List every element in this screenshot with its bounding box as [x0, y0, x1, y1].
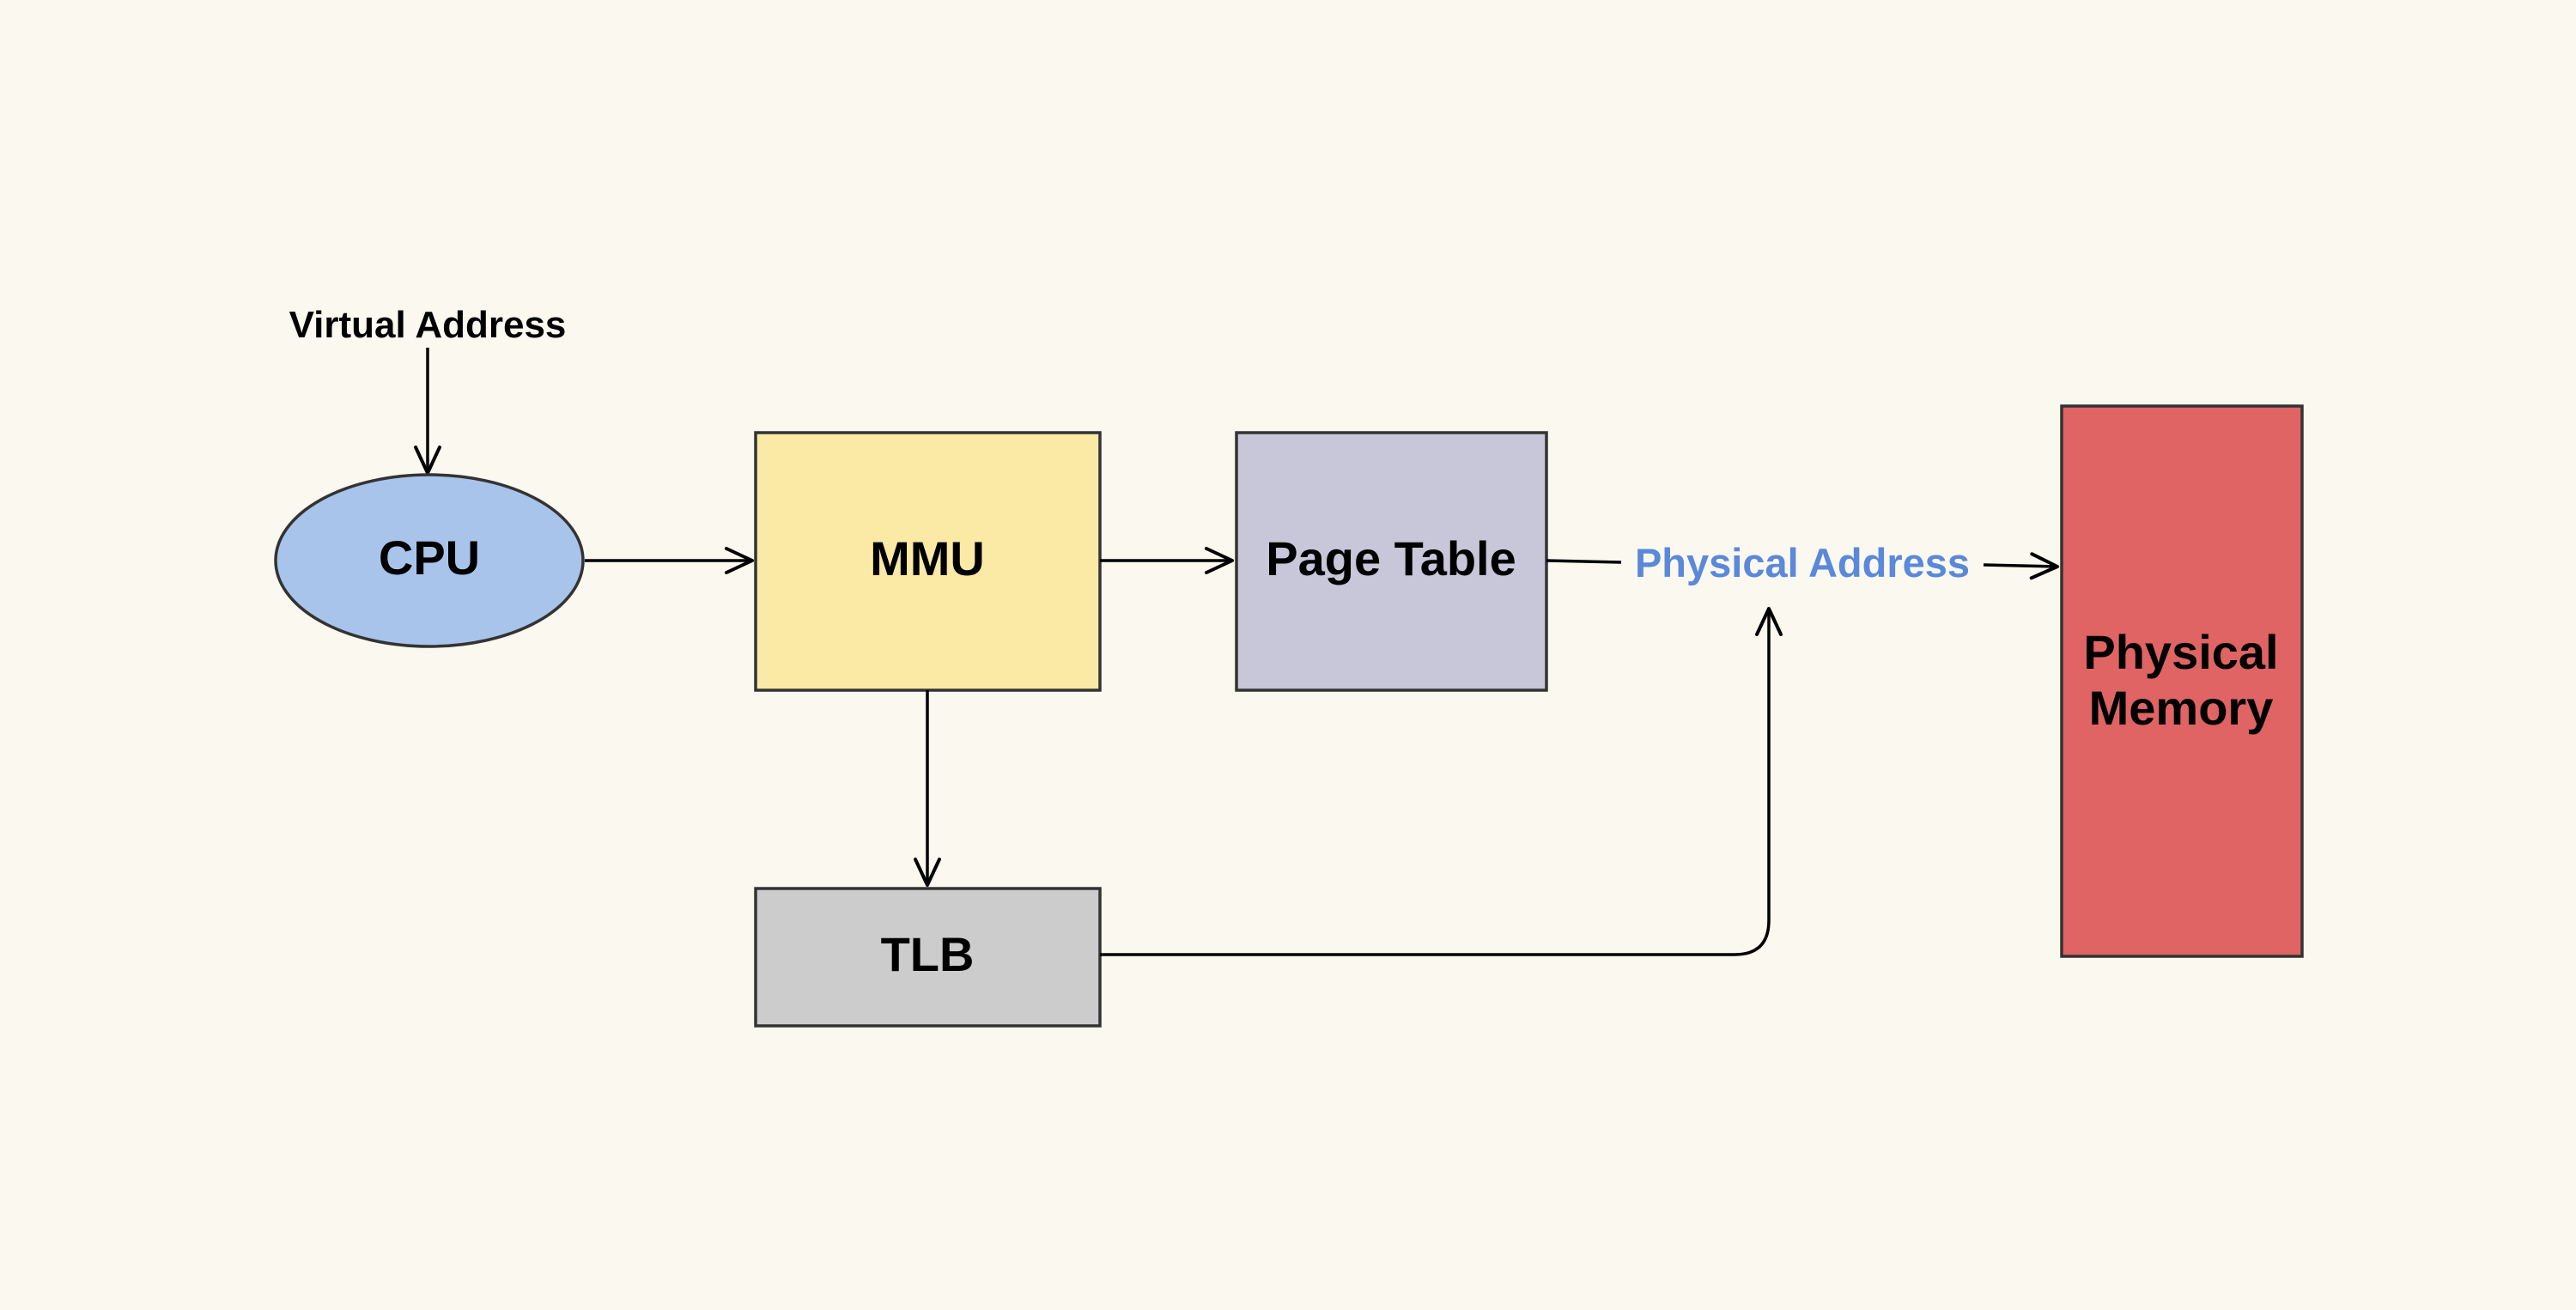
virtual-address-label: Virtual Address — [289, 304, 567, 346]
page-table-label: Page Table — [1266, 531, 1516, 585]
arrow-tlb-to-physical-address — [1100, 607, 1783, 956]
mmu-node: MMU — [754, 431, 1102, 692]
mmu-label: MMU — [870, 531, 985, 585]
tlb-shape — [754, 887, 1102, 1028]
line-page-table-to-physical-address — [1546, 559, 1622, 564]
cpu-node: CPU — [274, 473, 585, 648]
cpu-label: CPU — [379, 531, 480, 585]
page-table-node: Page Table — [1235, 431, 1548, 692]
physical-memory-node: Physical Memory — [2060, 404, 2304, 958]
physical-memory-label-line2: Memory — [2089, 681, 2274, 735]
tlb-label: TLB — [881, 927, 975, 981]
mmu-shape — [754, 431, 1102, 692]
cpu-shape — [274, 473, 585, 648]
physical-address-label: Physical Address — [1635, 540, 1970, 585]
arrow-physical-address-to-memory — [1983, 552, 2059, 580]
tlb-node: TLB — [754, 887, 1102, 1028]
physical-memory-label-line1: Physical — [2083, 625, 2278, 679]
physical-memory-shape — [2060, 404, 2304, 958]
